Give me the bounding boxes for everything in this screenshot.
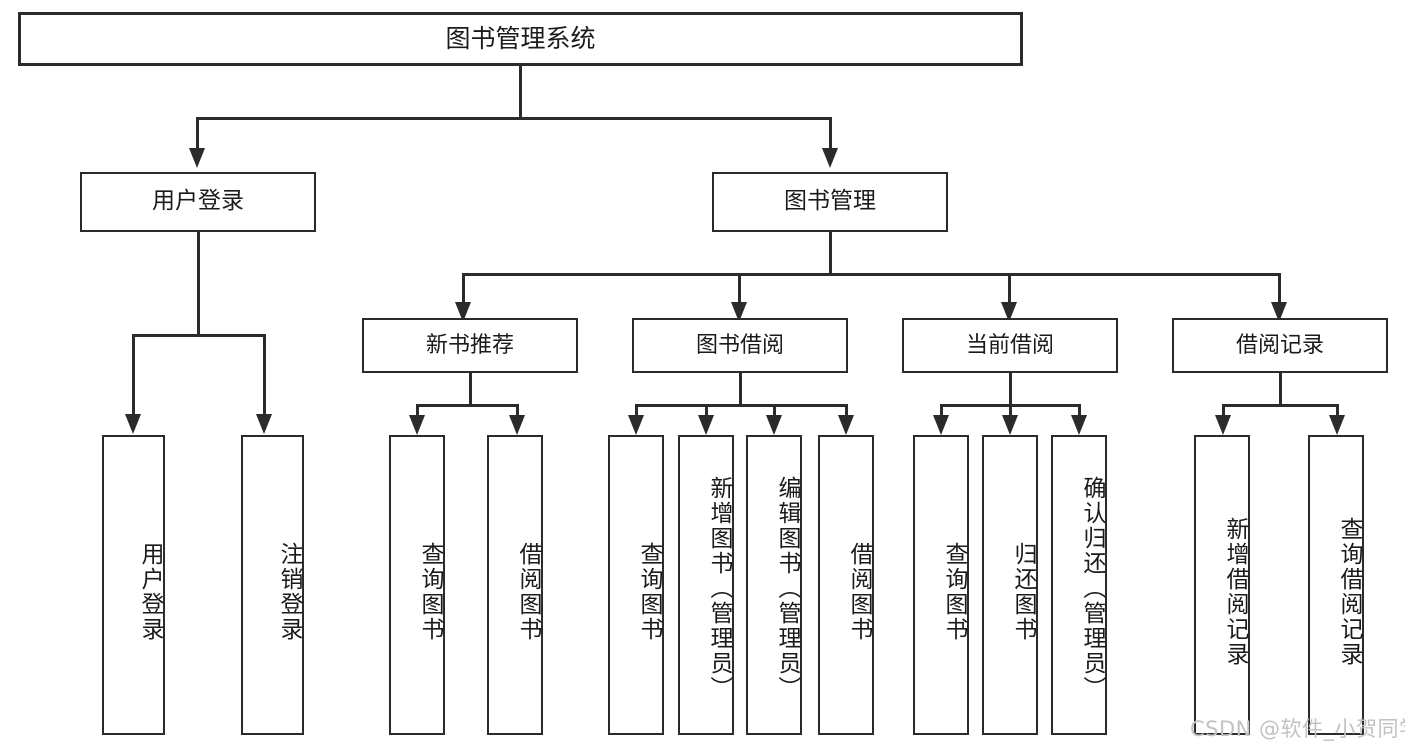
arrowhead-borrow-records [1271,302,1287,322]
connector-new-book-recommend-bus [416,404,518,407]
node-label: 用户登录 [152,188,244,215]
connector-drop-leaf-br-1 [1336,404,1339,416]
connector-drop-leaf-nbr-1 [516,404,519,416]
leaf-new-book-recommend-1[interactable]: 借阅图书 [487,435,543,735]
connector-new-book-recommend-stem [469,373,472,406]
connector-drop-leaf-user-login-0 [132,334,135,415]
leaf-user-login-0[interactable]: 用户登录 [102,435,165,735]
arrowhead-leaf-bb-0 [628,415,644,435]
connector-drop-leaf-nbr-0 [416,404,419,416]
arrowhead-leaf-user-login-0 [125,414,141,434]
leaf-label: 借阅图书 [515,542,541,642]
node-label: 借阅记录 [1235,332,1324,358]
connector-user-login-stem [197,232,200,336]
node-label: 新书推荐 [425,332,514,358]
arrowhead-leaf-br-0 [1215,415,1231,435]
connector-book-borrow-bus [635,404,847,407]
connector-borrow-records-bus [1222,404,1338,407]
arrowhead-new-book-recommend [455,302,471,322]
leaf-label: 用户登录 [137,542,163,642]
leaf-label: 归还图书 [1010,542,1036,642]
leaf-label: 查询图书 [941,542,967,642]
leaf-label: 新增图书（管理员） [706,475,732,701]
leaf-borrow-records-0[interactable]: 新增借阅记录 [1194,435,1250,735]
connector-drop-book-management [829,117,832,149]
connector-current-borrow-stem [1009,373,1012,406]
arrowhead-current-borrow [1001,302,1017,322]
leaf-book-borrow-3[interactable]: 借阅图书 [818,435,874,735]
leaf-book-borrow-1[interactable]: 新增图书（管理员） [678,435,734,735]
arrowhead-leaf-bb-2 [766,415,782,435]
csdn-watermark: CSDN @软件_小贺同学 [1190,713,1405,743]
leaf-current-borrow-1[interactable]: 归还图书 [982,435,1038,735]
node-label: 图书管理 [784,188,876,215]
node-book-borrow[interactable]: 图书借阅 [632,318,848,373]
connector-drop-leaf-bb-2 [773,404,776,416]
connector-drop-book-borrow [738,273,741,303]
node-current-borrow[interactable]: 当前借阅 [902,318,1118,373]
connector-drop-leaf-cb-1 [1009,404,1012,416]
leaf-borrow-records-1[interactable]: 查询借阅记录 [1308,435,1364,735]
leaf-label: 借阅图书 [846,542,872,642]
arrowhead-book-management [822,148,838,168]
arrowhead-leaf-bb-3 [838,415,854,435]
connector-book-management-stem [829,232,832,275]
node-book-management[interactable]: 图书管理 [712,172,948,232]
node-root-book-management-system[interactable]: 图书管理系统 [18,12,1023,66]
connector-level1-bus [196,117,832,120]
connector-user-login-bus [132,334,265,337]
connector-drop-leaf-bb-3 [845,404,848,416]
connector-drop-user-login [196,117,199,149]
connector-root-stem [519,66,522,119]
node-label: 当前借阅 [965,332,1054,358]
leaf-new-book-recommend-0[interactable]: 查询图书 [389,435,445,735]
leaf-label: 查询图书 [417,542,443,642]
arrowhead-leaf-nbr-1 [509,415,525,435]
connector-drop-leaf-user-login-1 [263,334,266,415]
leaf-label: 新增借阅记录 [1222,517,1248,667]
arrowhead-leaf-nbr-0 [409,415,425,435]
connector-drop-current-borrow [1008,273,1011,303]
leaf-label: 查询借阅记录 [1336,517,1362,667]
arrowhead-leaf-bb-1 [698,415,714,435]
leaf-label: 注销登录 [276,542,302,642]
arrowhead-leaf-cb-0 [933,415,949,435]
connector-borrow-records-stem [1279,373,1282,406]
leaf-book-borrow-0[interactable]: 查询图书 [608,435,664,735]
connector-book-borrow-stem [739,373,742,406]
connector-drop-leaf-br-0 [1222,404,1225,416]
arrowhead-user-login [189,148,205,168]
leaf-user-login-1[interactable]: 注销登录 [241,435,304,735]
arrowhead-leaf-cb-2 [1071,415,1087,435]
node-label: 图书管理系统 [445,24,596,54]
arrowhead-book-borrow [731,302,747,322]
connector-drop-borrow-records [1278,273,1281,303]
leaf-label: 编辑图书（管理员） [774,475,800,701]
leaf-current-borrow-2[interactable]: 确认归还（管理员） [1051,435,1107,735]
leaf-label: 确认归还（管理员） [1079,475,1105,701]
connector-drop-leaf-cb-0 [940,404,943,416]
connector-drop-leaf-bb-1 [705,404,708,416]
arrowhead-leaf-cb-1 [1002,415,1018,435]
leaf-current-borrow-0[interactable]: 查询图书 [913,435,969,735]
node-new-book-recommend[interactable]: 新书推荐 [362,318,578,373]
arrowhead-leaf-br-1 [1329,415,1345,435]
node-user-login[interactable]: 用户登录 [80,172,316,232]
node-borrow-records[interactable]: 借阅记录 [1172,318,1388,373]
connector-drop-leaf-cb-2 [1078,404,1081,416]
connector-drop-leaf-bb-0 [635,404,638,416]
leaf-label: 查询图书 [636,542,662,642]
arrowhead-leaf-user-login-1 [256,414,272,434]
connector-level2-bus [462,273,1280,276]
connector-drop-new-book-recommend [462,273,465,303]
leaf-book-borrow-2[interactable]: 编辑图书（管理员） [746,435,802,735]
node-label: 图书借阅 [695,332,784,358]
watermark-text: CSDN @软件_小贺同学 [1190,717,1405,741]
